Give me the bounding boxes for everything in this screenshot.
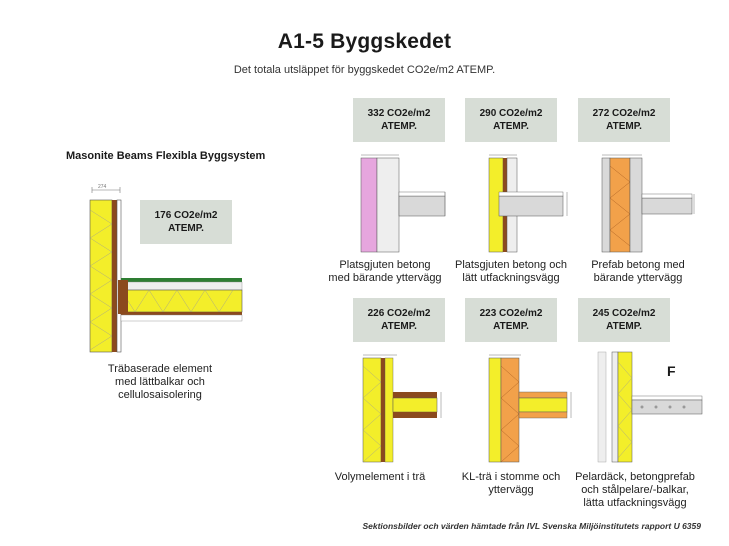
system-1-caption: Platsgjuten betong med bärande yttervägg	[328, 259, 442, 284]
svg-text:274: 274	[98, 184, 107, 190]
system-4-caption: Volymelement i trä	[334, 471, 426, 483]
system-5-section-drawing	[488, 354, 572, 463]
system-3-caption: Prefab betong med bärande yttervägg	[591, 259, 685, 284]
system-3-badge: 272 CO2e/m2 ATEMP.	[578, 98, 670, 142]
featured-heading: Masonite Beams Flexibla Byggsystem	[66, 150, 266, 162]
system-6-caption: Pelardäck, betongprefab och stålpelare/-…	[575, 471, 695, 509]
system-4-section-drawing	[362, 354, 442, 463]
system-5-caption: KL-trä i stomme och yttervägg	[461, 471, 561, 496]
featured-section-drawing: 274	[89, 184, 243, 353]
featured-badge-unit: ATEMP.	[168, 223, 204, 234]
system-4-badge: 226 CO2e/m2 ATEMP.	[353, 298, 445, 342]
system-5-badge: 223 CO2e/m2 ATEMP.	[465, 298, 557, 342]
page-subtitle: Det totala utsläppet för byggskedet CO2e…	[233, 64, 496, 76]
system-6-section-drawing	[597, 351, 703, 463]
system-1-badge: 332 CO2e/m2 ATEMP.	[353, 98, 445, 142]
page-title: A1-5 Byggskedet	[277, 30, 452, 53]
system-1-section-drawing	[360, 154, 446, 253]
system-3-section-drawing	[601, 154, 695, 253]
system-2-caption: Platsgjuten betong och lätt utfackningsv…	[455, 259, 567, 284]
section-marker: F	[667, 363, 676, 379]
system-2-section-drawing	[488, 154, 568, 253]
featured-badge: 176 CO2e/m2 ATEMP.	[140, 200, 232, 244]
featured-caption: Träbaserade element med lättbalkar och c…	[107, 363, 213, 401]
source-footnote: Sektionsbilder och värden hämtade från I…	[362, 521, 701, 531]
system-6-badge: 245 CO2e/m2 ATEMP.	[578, 298, 670, 342]
featured-badge-value: 176 CO2e/m2	[154, 210, 218, 221]
system-2-badge: 290 CO2e/m2 ATEMP.	[465, 98, 557, 142]
